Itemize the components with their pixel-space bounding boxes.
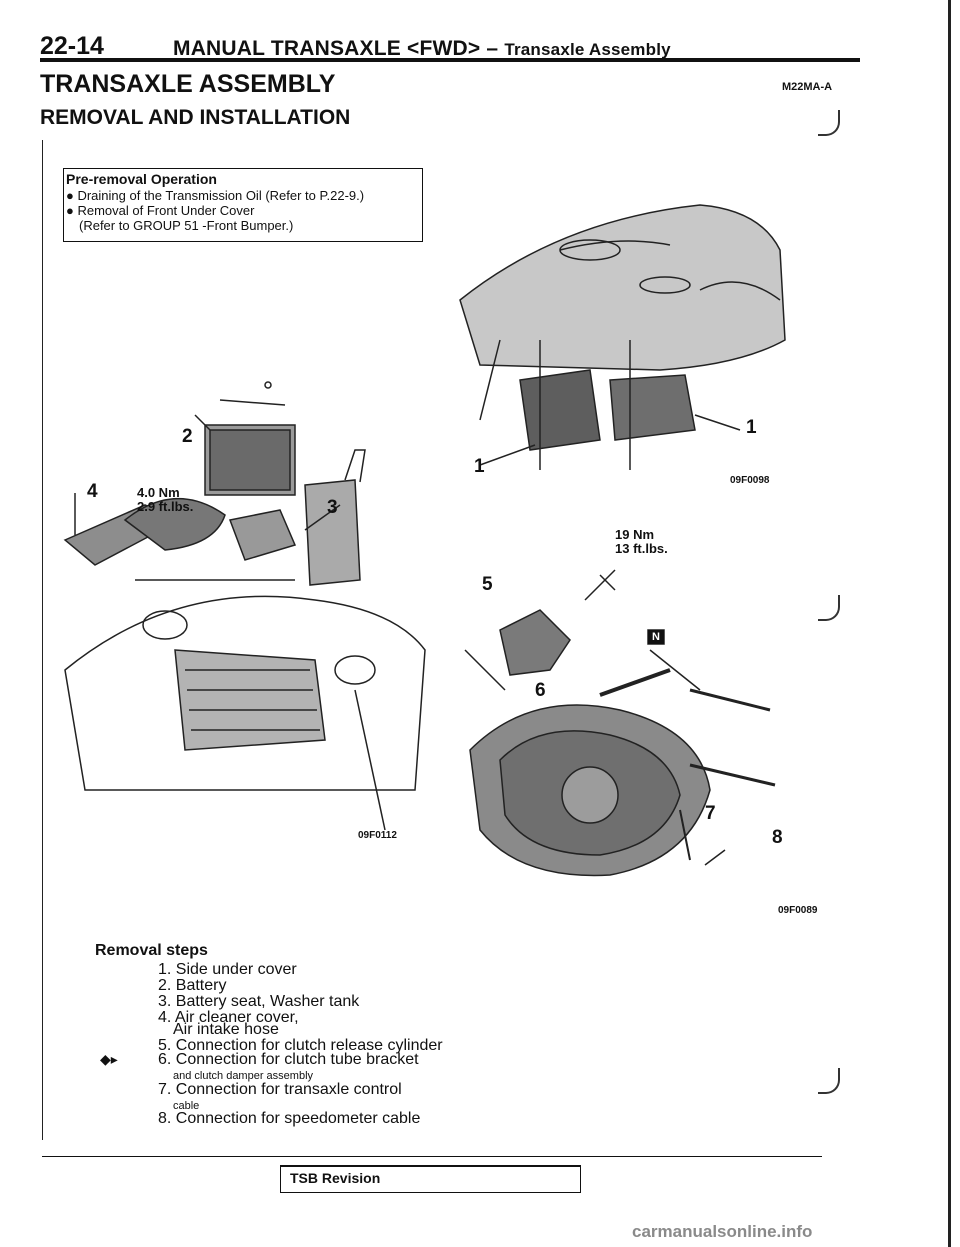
removal-step-continued: and clutch damper assembly bbox=[173, 1070, 314, 1082]
removal-step: 1. Side under cover bbox=[158, 961, 297, 978]
removal-step: 5. Connection for clutch release cylinde… bbox=[158, 1037, 443, 1054]
figure-code-right-bottom: 09F0089 bbox=[778, 905, 818, 916]
pre-removal-box bbox=[63, 168, 423, 242]
pre-removal-title: Pre-removal Operation bbox=[66, 171, 217, 187]
callout-1: 1 bbox=[474, 456, 485, 477]
left-margin-rule bbox=[42, 140, 43, 1140]
pre-removal-item: ● Removal of Front Under Cover bbox=[66, 203, 255, 218]
watermark: carmanualsonline.info bbox=[632, 1222, 813, 1241]
removal-step-continued: Air intake hose bbox=[173, 1021, 279, 1038]
section-code: M22MA-A bbox=[782, 81, 833, 93]
removal-step: 6. Connection for clutch tube bracket bbox=[158, 1051, 419, 1068]
torque-nm: 4.0 Nm bbox=[137, 485, 180, 500]
right-margin-rule bbox=[948, 0, 951, 1247]
margin-brace-mark bbox=[818, 110, 840, 136]
callout-2: 2 bbox=[182, 426, 193, 447]
vehicle-underside-illustration bbox=[459, 204, 786, 470]
margin-brace-mark bbox=[818, 1068, 840, 1094]
callout-7: 7 bbox=[705, 803, 716, 824]
torque-spec-right: 19 Nm 13 ft.lbs. bbox=[615, 528, 668, 556]
callout-6: 6 bbox=[535, 680, 546, 701]
figure-code-left: 09F0112 bbox=[358, 830, 397, 841]
header-divider bbox=[40, 58, 860, 62]
torque-nm: 19 Nm bbox=[615, 527, 655, 542]
callout-4: 4 bbox=[87, 481, 98, 502]
pre-removal-item: (Refer to GROUP 51 -Front Bumper.) bbox=[79, 218, 294, 233]
removal-step: 8. Connection for speedometer cable bbox=[158, 1110, 421, 1127]
removal-step: 3. Battery seat, Washer tank bbox=[158, 993, 360, 1010]
header-title: MANUAL TRANSAXLE <FWD> – Transaxle Assem… bbox=[173, 37, 671, 61]
callout-8: 8 bbox=[772, 827, 783, 848]
new-part-badge: N bbox=[648, 630, 664, 644]
header-title-main: MANUAL TRANSAXLE <FWD> – bbox=[173, 37, 499, 60]
removal-step: 4. Air cleaner cover, bbox=[158, 1009, 299, 1026]
footer-divider bbox=[42, 1156, 822, 1157]
removal-step-continued: cable bbox=[173, 1100, 200, 1112]
figure-code-right-top: 09F0098 bbox=[730, 475, 770, 486]
page-number: 22-14 bbox=[40, 32, 104, 60]
torque-ftlbs: 13 ft.lbs. bbox=[615, 541, 668, 556]
section-subtitle: REMOVAL AND INSTALLATION bbox=[40, 106, 351, 129]
transaxle-illustration bbox=[464, 569, 776, 877]
torque-ftlbs: 2.9 ft.lbs. bbox=[137, 499, 194, 514]
callout-3: 3 bbox=[327, 497, 338, 518]
removal-step: 7. Connection for transaxle control bbox=[158, 1081, 402, 1098]
margin-brace-mark bbox=[818, 595, 840, 621]
callout-1: 1 bbox=[746, 417, 757, 438]
pre-removal-item: ● Draining of the Transmission Oil (Refe… bbox=[66, 188, 365, 203]
callout-5: 5 bbox=[482, 574, 493, 595]
installation-note-icon: ◆▸ bbox=[100, 1051, 118, 1067]
header-subtitle: Transaxle Assembly bbox=[504, 40, 671, 59]
removal-steps-title: Removal steps bbox=[95, 942, 208, 959]
removal-step: 2. Battery bbox=[158, 977, 227, 994]
tsb-revision-box bbox=[280, 1165, 581, 1193]
tsb-revision-label: TSB Revision bbox=[290, 1170, 381, 1186]
torque-spec-left: 4.0 Nm 2.9 ft.lbs. bbox=[137, 486, 193, 514]
engine-bay-illustration bbox=[63, 381, 426, 831]
section-title: TRANSAXLE ASSEMBLY bbox=[40, 70, 336, 98]
page-header: 22-14 MANUAL TRANSAXLE <FWD> – Transaxle… bbox=[40, 28, 860, 60]
